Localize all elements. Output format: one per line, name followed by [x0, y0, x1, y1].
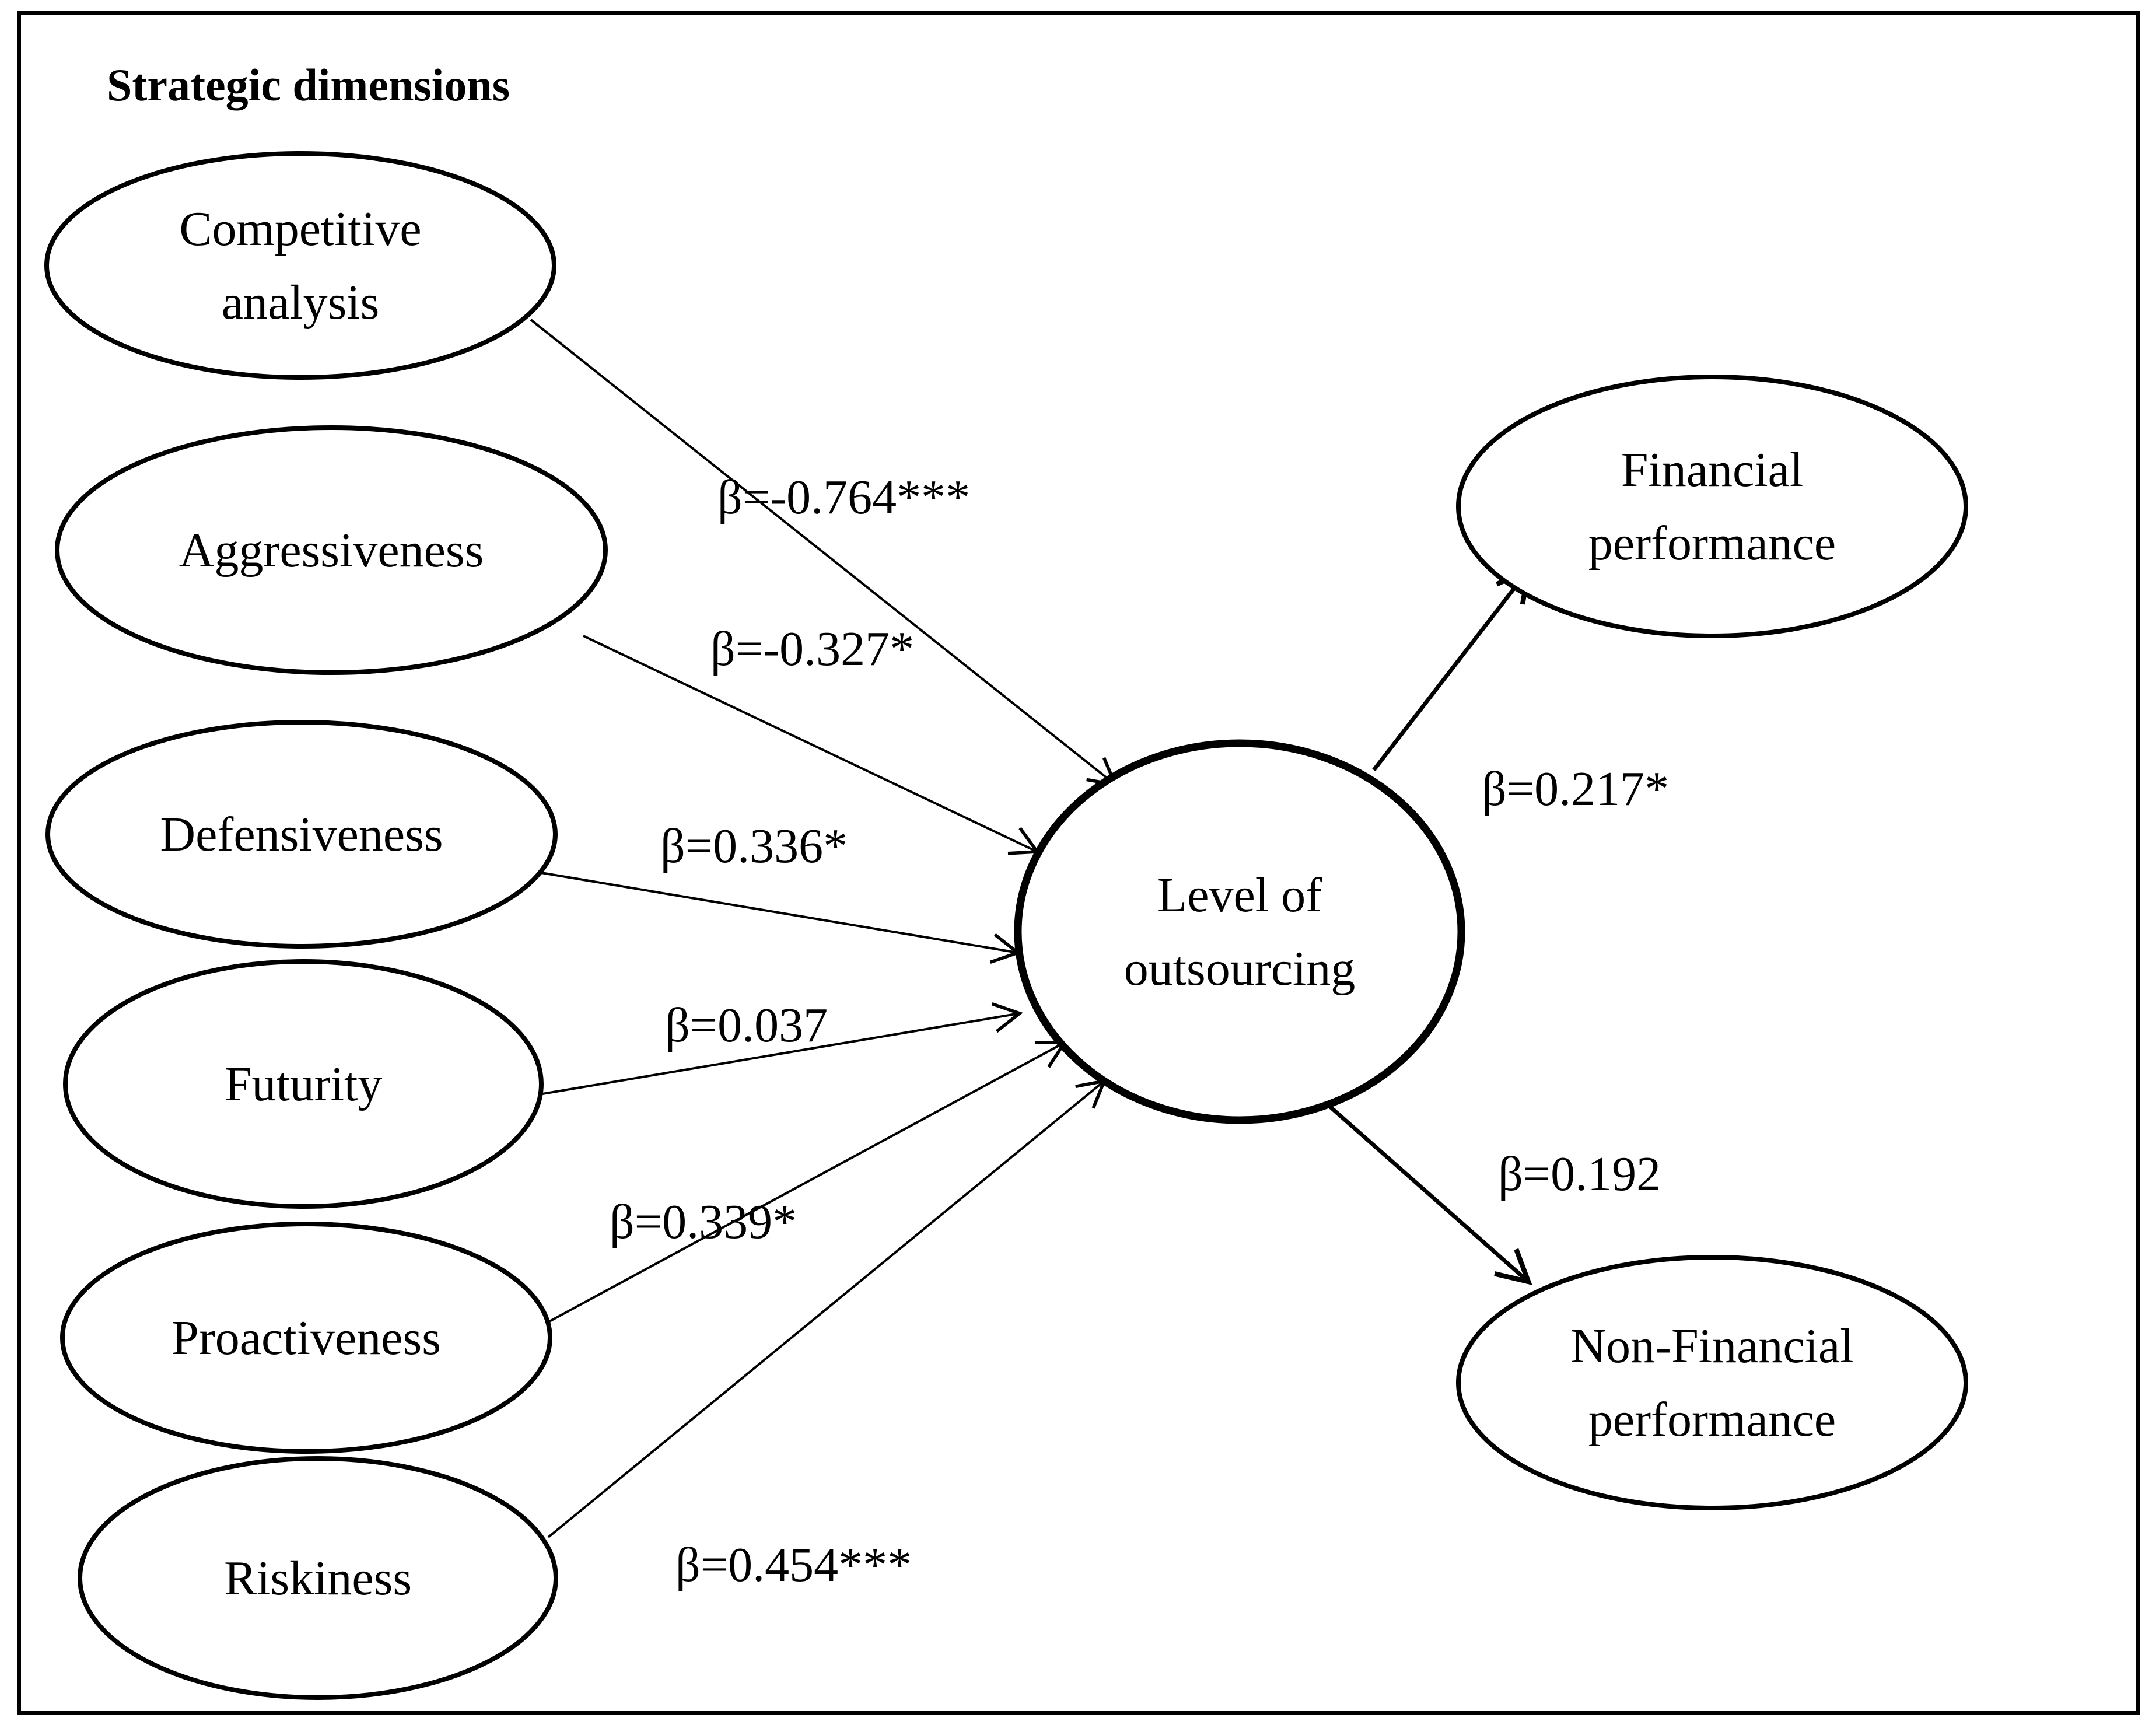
- node-ellipse-competitive-analysis: [44, 151, 556, 380]
- arrow-level-of-outsourcing-to-financial-performance: [1372, 565, 1532, 772]
- arrow-riskiness-to-level-of-outsourcing: [547, 1079, 1107, 1538]
- node-level-of-outsourcing: Level of outsourcing: [1014, 739, 1465, 1124]
- node-label-financial-performance-line-1: Financial: [1621, 443, 1804, 497]
- node-label-level-of-outsourcing-line-1: Level of: [1157, 868, 1322, 922]
- coefficient-label-defensiveness-to-level-of-outsourcing: β=0.336*: [660, 819, 848, 873]
- node-label-financial-performance-line-2: performance: [1588, 516, 1836, 571]
- coefficient-labels-layer: β=-0.764*** β=-0.327* β=0.336* β=0.037 β=0.3…: [610, 470, 1669, 1592]
- node-aggressiveness: Aggressiveness: [55, 425, 608, 675]
- node-futurity: Futurity: [63, 959, 544, 1209]
- node-label-non-financial-performance-line-2: performance: [1588, 1393, 1836, 1447]
- edges-layer: [530, 319, 1532, 1538]
- arrow-competitive-analysis-to-level-of-outsourcing: [530, 319, 1118, 787]
- diagram-frame: [18, 11, 2140, 1715]
- node-non-financial-performance: Non-Financial performance: [1456, 1255, 1968, 1510]
- arrow-defensiveness-to-level-of-outsourcing: [530, 870, 1021, 964]
- node-ellipse-proactiveness: [60, 1222, 552, 1454]
- node-ellipse-defensiveness: [46, 720, 558, 949]
- arrow-futurity-to-level-of-outsourcing: [542, 1002, 1023, 1095]
- node-riskiness: Riskiness: [78, 1456, 558, 1700]
- coefficient-label-proactiveness-to-level-of-outsourcing: β=0.339*: [610, 1195, 797, 1249]
- node-label-aggressiveness: Aggressiveness: [179, 523, 484, 578]
- node-ellipse-level-of-outsourcing: [1014, 739, 1465, 1124]
- node-ellipse-aggressiveness: [55, 425, 608, 675]
- node-proactiveness: Proactiveness: [60, 1222, 552, 1454]
- node-financial-performance: Financial performance: [1456, 375, 1968, 638]
- node-competitive-analysis: Competitive analysis: [44, 151, 556, 380]
- node-label-level-of-outsourcing-line-2: outsourcing: [1124, 942, 1356, 996]
- arrow-proactiveness-to-level-of-outsourcing: [549, 1041, 1068, 1323]
- coefficient-label-competitive-analysis-to-level-of-outsourcing: β=-0.764***: [718, 470, 970, 524]
- arrow-level-of-outsourcing-to-non-financial-performance: [1328, 1105, 1532, 1285]
- node-ellipse-financial-performance: [1456, 375, 1968, 638]
- node-label-competitive-analysis-line-2: analysis: [222, 275, 380, 330]
- node-ellipse-futurity: [63, 959, 544, 1209]
- coefficient-label-futurity-to-level-of-outsourcing: β=0.037: [665, 998, 828, 1052]
- diagram-heading: Strategic dimensions: [107, 60, 510, 110]
- node-label-riskiness: Riskiness: [224, 1551, 412, 1605]
- node-defensiveness: Defensiveness: [46, 720, 558, 949]
- arrow-aggressiveness-to-level-of-outsourcing: [583, 635, 1041, 855]
- node-ellipse-non-financial-performance: [1456, 1255, 1968, 1510]
- nodes-layer: Competitive analysisAggressivenessDefensi…: [44, 151, 1968, 1700]
- coefficient-label-level-of-outsourcing-to-non-financial-performance: β=0.192: [1498, 1147, 1661, 1201]
- node-label-proactiveness: Proactiveness: [172, 1311, 441, 1365]
- node-ellipse-riskiness: [78, 1456, 558, 1700]
- node-label-defensiveness: Defensiveness: [160, 807, 443, 862]
- coefficient-label-level-of-outsourcing-to-financial-performance: β=0.217*: [1482, 762, 1669, 816]
- node-label-non-financial-performance-line-1: Non-Financial: [1570, 1319, 1853, 1373]
- node-label-competitive-analysis-line-1: Competitive: [179, 202, 421, 256]
- coefficient-label-aggressiveness-to-level-of-outsourcing: β=-0.327*: [710, 622, 914, 676]
- coefficient-label-riskiness-to-level-of-outsourcing: β=0.454***: [676, 1538, 912, 1592]
- node-label-futurity: Futurity: [225, 1057, 383, 1111]
